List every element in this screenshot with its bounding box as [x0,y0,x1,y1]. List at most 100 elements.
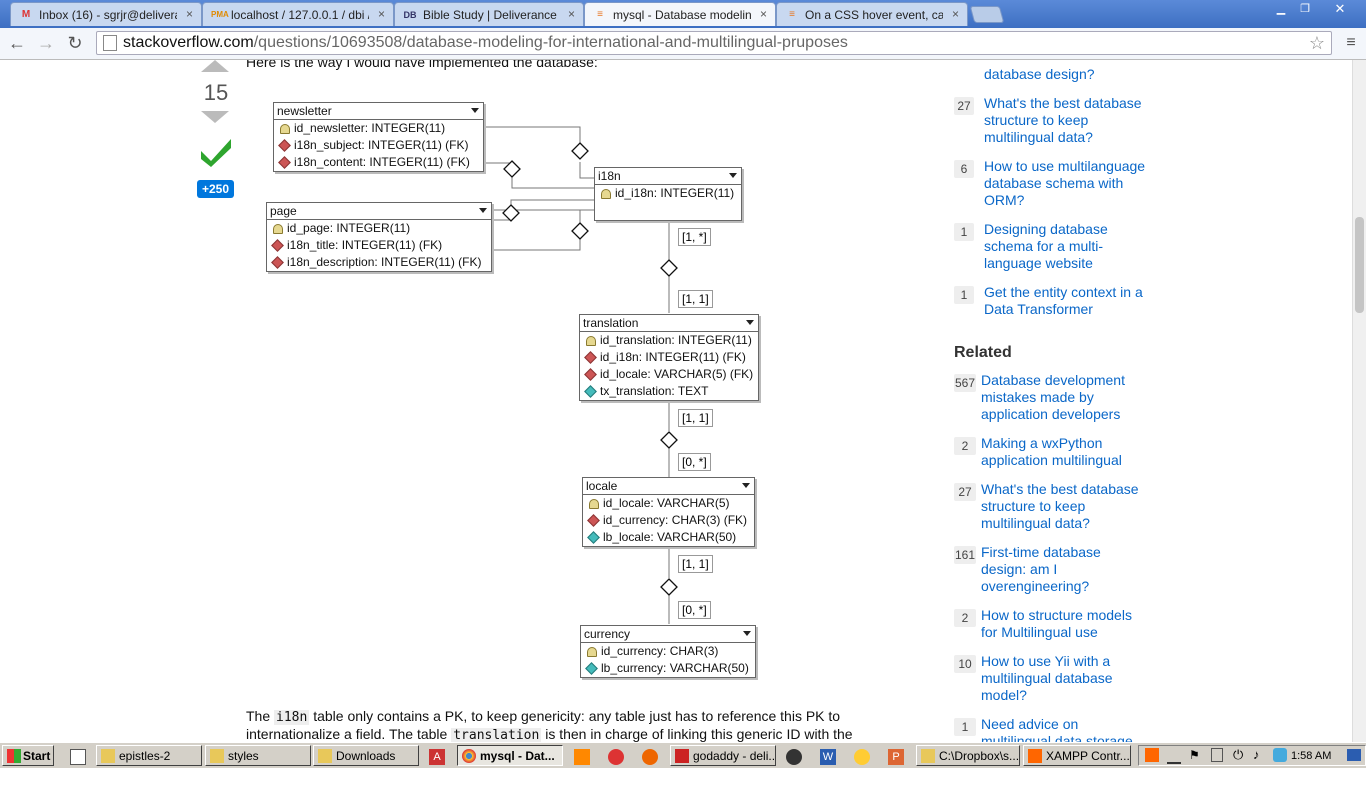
accepted-checkmark-icon [201,139,231,167]
close-icon[interactable]: × [567,7,575,21]
taskbar-item-dropbox-folder[interactable]: C:\Dropbox\s... [916,745,1020,766]
erd-connectors [483,126,678,624]
dropdown-arrow-icon [479,208,487,213]
relationship-diamond [660,259,678,277]
attribute-icon [585,662,598,675]
cardinality-label: [1, 1] [678,290,713,308]
relationship-diamond [502,204,520,222]
folder-icon [210,749,224,763]
inkscape-icon[interactable] [786,749,802,765]
power-icon[interactable]: ⏻ [1233,747,1244,762]
show-desktop-icon[interactable] [70,749,86,765]
word-icon[interactable]: W [820,749,836,765]
erd-table-currency: currency id_currency: CHAR(3) lb_currenc… [580,625,756,678]
db-icon: DB [403,10,417,20]
back-arrow-icon[interactable]: ← [8,33,26,53]
bookmark-star-icon[interactable]: ☆ [1308,33,1325,53]
vote-count-badge: 567 [954,374,976,392]
vote-count-badge: 1 [954,286,974,304]
relationship-diamond [660,431,678,449]
new-tab-button[interactable] [969,6,1005,23]
close-icon[interactable]: × [759,7,767,21]
usb-icon[interactable] [1211,748,1223,762]
taskbar-item-godaddy[interactable]: godaddy - deli... [670,745,776,766]
primary-key-icon [589,499,599,509]
vote-count-badge: 2 [954,437,976,455]
taskbar-item-chrome[interactable]: mysql - Dat... [457,745,563,766]
taskbar-item-epistles[interactable]: epistles-2 [96,745,202,766]
table-column: id_i18n: INTEGER(11) (FK) [580,349,758,366]
access-icon[interactable]: A [429,749,445,765]
erd-table-newsletter: newsletter id_newsletter: INTEGER(11) i1… [273,102,484,172]
folder-icon [921,749,935,763]
table-column: id_currency: CHAR(3) [581,643,755,660]
start-button[interactable]: Start [2,745,54,766]
app-icon[interactable] [854,749,870,765]
tab-mysql-database-modeling[interactable]: ≡ mysql - Database modeling fc × [584,2,776,26]
relationship-diamond [571,142,589,160]
dropbox-tray-icon[interactable] [1273,748,1287,762]
browser-toolbar: ← → ↻ stackoverflow.com/questions/106935… [0,28,1366,60]
close-icon[interactable]: × [377,7,385,21]
bounty-badge[interactable]: +250 [197,180,234,198]
show-desktop-tray-icon[interactable] [1347,749,1361,761]
table-column: id_locale: VARCHAR(5) (FK) [580,366,758,383]
primary-key-icon [273,224,283,234]
tab-css-hover[interactable]: ≡ On a CSS hover event, can I × [776,2,968,26]
clock: 1:58 AM [1291,750,1332,762]
page-scrollbar[interactable] [1352,60,1366,742]
tab-bible-study[interactable]: DB Bible Study | Deliverance Bibl × [394,2,584,26]
linked-question-link[interactable]: database design? [984,66,1095,82]
reload-icon[interactable]: ↻ [67,33,83,53]
cardinality-label: [0, *] [678,453,711,471]
scrollbar-thumb[interactable] [1355,217,1364,313]
firefox-icon[interactable] [642,749,658,765]
taskbar-item-xampp[interactable]: XAMPP Contr... [1023,745,1131,766]
forward-arrow-icon[interactable]: → [37,33,55,53]
taskbar-item-downloads[interactable]: Downloads [313,745,419,766]
wrench-menu-icon[interactable]: ≡ [1346,34,1356,51]
close-icon[interactable]: × [185,7,193,21]
tab-gmail[interactable]: M Inbox (16) - sgrjr@deliveran × [10,2,202,26]
xampp-tray-icon[interactable] [1145,748,1159,762]
upvote-arrow-icon[interactable] [201,60,229,72]
restore-icon[interactable]: ❐ [1300,3,1310,15]
page-content: 15 +250 Here is the way I would have imp… [0,60,1352,742]
table-name: locale [586,479,618,493]
primary-key-icon [586,336,596,346]
volume-icon[interactable]: ♪ [1253,747,1260,762]
foreign-key-icon [278,139,291,152]
cardinality-label: [1, *] [678,228,711,246]
media-player-icon[interactable] [574,749,590,765]
address-bar[interactable]: stackoverflow.com/questions/10693508/dat… [96,31,1332,55]
tab-phpmyadmin[interactable]: PMA localhost / 127.0.0.1 / dbi / c × [202,2,394,26]
table-column: lb_currency: VARCHAR(50) [581,660,755,677]
vote-count-badge: 27 [954,483,976,501]
flag-icon[interactable]: ⚑ [1189,748,1200,762]
minimize-icon[interactable]: ▁ [1276,3,1286,15]
app-icon[interactable] [608,749,624,765]
close-icon[interactable]: × [951,7,959,21]
foreign-key-icon [278,156,291,169]
table-column: i18n_subject: INTEGER(11) (FK) [274,137,483,154]
attribute-icon [587,531,600,544]
system-tray: ⚑ ⏻ ♪ 1:58 AM [1138,745,1366,766]
window-close-icon[interactable]: ✕ [1334,1,1346,16]
taskbar-item-styles[interactable]: styles [205,745,311,766]
table-column: i18n_description: INTEGER(11) (FK) [267,254,491,271]
network-icon[interactable] [1167,749,1181,764]
powerpoint-icon[interactable]: P [888,749,904,765]
downvote-arrow-icon[interactable] [201,111,229,123]
table-column: i18n_title: INTEGER(11) (FK) [267,237,491,254]
